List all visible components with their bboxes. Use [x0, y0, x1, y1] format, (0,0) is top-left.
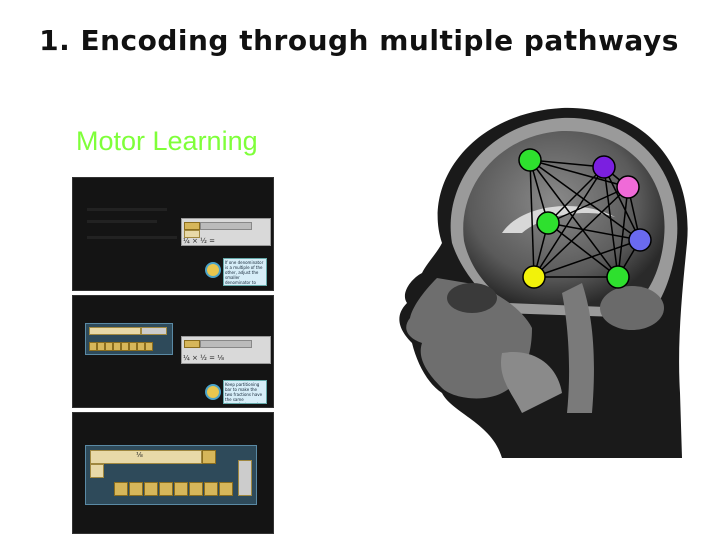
fraction-label: ⅛	[136, 451, 143, 459]
brain-mri-image	[399, 107, 688, 458]
fraction-bar-panel	[181, 218, 271, 246]
cerebellum	[600, 286, 664, 330]
network-edges	[529, 159, 641, 278]
fraction-bar-panel: ⅛	[85, 445, 257, 505]
brainstem	[562, 283, 594, 413]
network-node-green-top	[518, 148, 542, 172]
tutor-avatar-icon	[205, 384, 221, 400]
network-node-green-center	[536, 211, 560, 235]
tutor-screenshot-2: ¼ × ½ = ⅛ Keep partitioning bar to make …	[72, 295, 274, 408]
tutor-avatar-icon	[205, 262, 221, 278]
slide-subtitle: Motor Learning	[76, 126, 258, 156]
fraction-bar-panel	[181, 336, 271, 364]
equation-text: ¼ × ½ = ⅛	[183, 354, 224, 362]
slide-title: 1. Encoding through multiple pathways	[39, 24, 679, 57]
network-node-yellow	[522, 265, 546, 289]
fraction-bar-panel	[85, 323, 173, 355]
network-node-green-bottom	[606, 265, 630, 289]
network-node-pink	[616, 175, 640, 199]
network-node-blue	[628, 228, 652, 252]
eye-socket	[447, 283, 497, 313]
equation-text: ¼ × ½ =	[183, 237, 215, 245]
face	[406, 278, 532, 399]
tutor-screenshot-1: ¼ × ½ = If one denominator is a multiple…	[72, 177, 274, 291]
hint-bubble: If one denominator is a multiple of the …	[223, 258, 267, 286]
network-node-purple	[592, 155, 616, 179]
tutor-screenshot-3: ⅛	[72, 412, 274, 534]
hint-bubble: Keep partitioning bar to make the two fr…	[223, 380, 267, 404]
